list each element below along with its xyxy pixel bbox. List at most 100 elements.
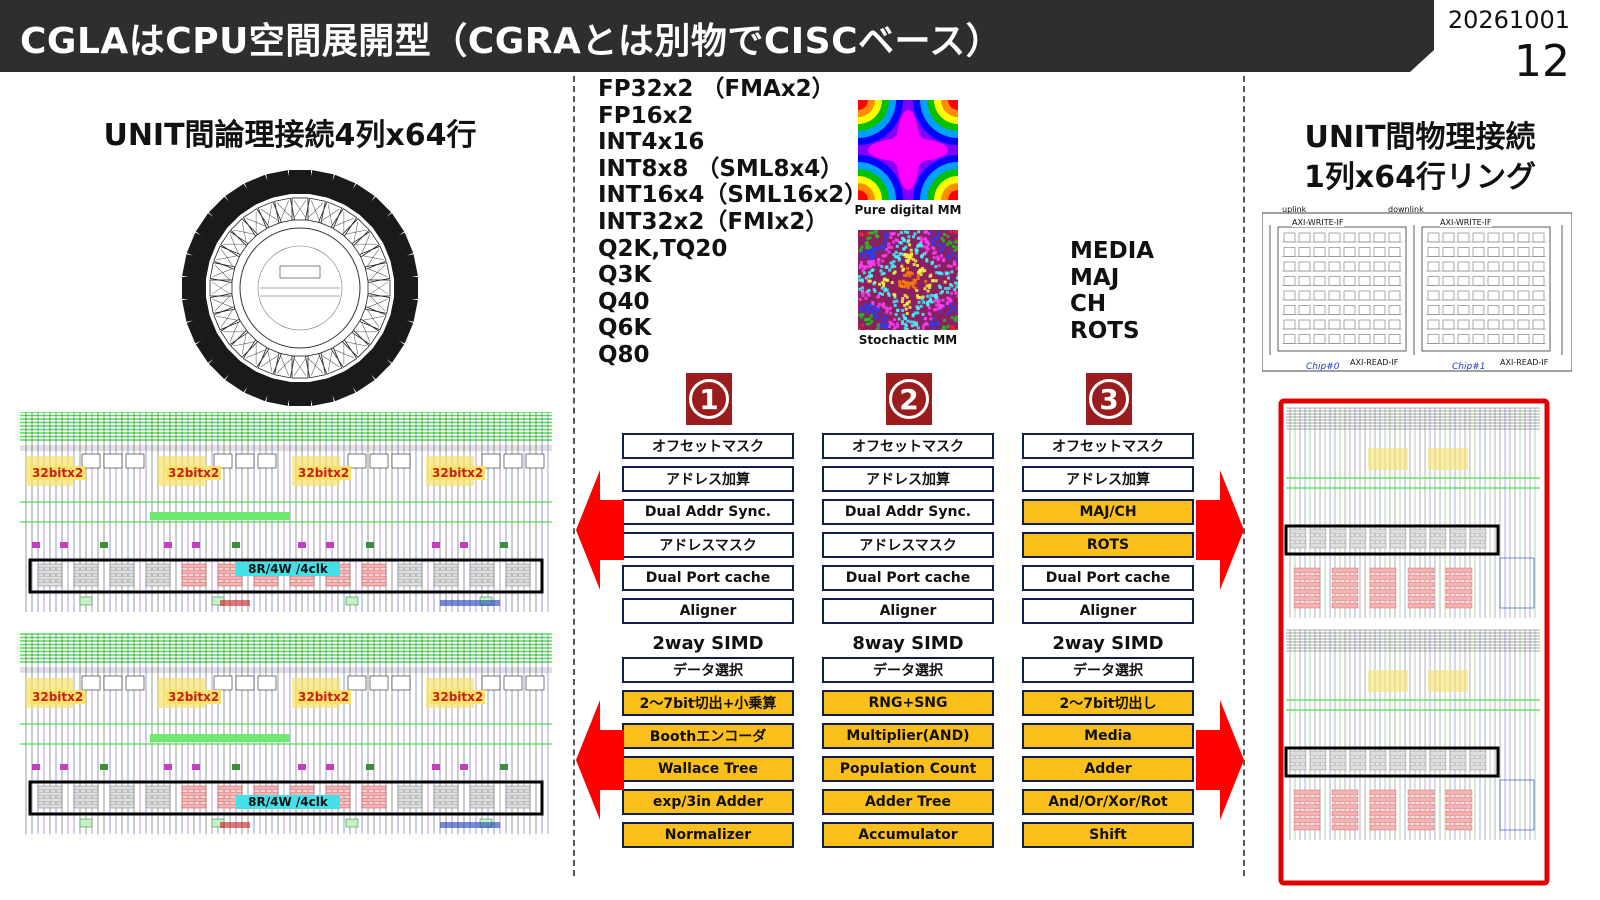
physical-connection-heading: UNIT間物理接続	[1304, 120, 1536, 155]
arrow-left-lower	[576, 700, 624, 820]
pipeline-stage: アドレス加算	[1022, 466, 1194, 492]
pipeline-stage: Aligner	[1022, 598, 1194, 624]
pipeline-stage: Population Count	[822, 756, 994, 782]
badge-number: 2	[889, 379, 929, 419]
pipeline-stage: 2～7bit切出し	[1022, 690, 1194, 716]
rf-label-1: 8R/4W /4clk	[236, 562, 340, 576]
pipeline-stage: Dual Addr Sync.	[622, 499, 794, 525]
pipeline-stage: ROTS	[1022, 532, 1194, 558]
pipeline-stage: Dual Port cache	[822, 565, 994, 591]
divider-left	[573, 76, 575, 876]
pipeline-stage: MAJ/CH	[1022, 499, 1194, 525]
downlink-label: downlink	[1388, 205, 1424, 214]
pipeline-stage: アドレスマスク	[822, 532, 994, 558]
reg-label-1: 32bitx2	[30, 466, 86, 480]
pipeline-stage: 2～7bit切出+小乗算	[622, 690, 794, 716]
badge-number: 1	[689, 379, 729, 419]
ring-diagram	[182, 170, 418, 406]
pipeline-stage: アドレス加算	[822, 466, 994, 492]
stochastic-caption: Stochactic MM	[858, 333, 958, 347]
arrow-right-upper	[1196, 470, 1244, 590]
format-list: FP32x2 （FMAx2） FP16x2 INT4x16 INT8x8 （SM…	[598, 76, 867, 369]
format-item: FP32x2 （FMAx2）	[598, 76, 835, 102]
format-item: Q40	[598, 288, 650, 315]
slide-date: 20261001	[1447, 6, 1570, 34]
pipeline-stage: データ選択	[822, 657, 994, 683]
reg-label-2: 32bitx2	[166, 466, 222, 480]
pipeline-stage: Aligner	[822, 598, 994, 624]
rf-label-2: 8R/4W /4clk	[236, 795, 340, 809]
reg-label-3: 32bitx2	[296, 466, 352, 480]
pipeline-stage: Adder Tree	[822, 789, 994, 815]
pipeline-stage: exp/3in Adder	[622, 789, 794, 815]
divider-right	[1243, 76, 1245, 876]
format-item: INT8x8 （SML8x4）	[598, 155, 844, 182]
function-item: ROTS	[1070, 317, 1140, 344]
title-banner-shape	[0, 0, 1434, 72]
pipeline-stage: オフセットマスク	[622, 433, 794, 459]
pipeline-stage: And/Or/Xor/Rot	[1022, 789, 1194, 815]
pipeline-stage: Media	[1022, 723, 1194, 749]
pipeline-stage: オフセットマスク	[822, 433, 994, 459]
logical-unit-schematic	[20, 412, 552, 834]
function-item: MEDIA	[1070, 238, 1155, 264]
pipeline-stage: Aligner	[622, 598, 794, 624]
format-item: Q3K	[598, 262, 652, 289]
format-item: FP16x2	[598, 102, 694, 129]
title-bar: CGLAはCPU空間展開型（CGRAとは別物でCISCベース）	[0, 0, 1434, 72]
pipeline-stage: Dual Addr Sync.	[822, 499, 994, 525]
arrow-right-lower	[1196, 700, 1244, 820]
reg-label-7: 32bitx2	[296, 690, 352, 704]
pipeline-stage: Dual Port cache	[622, 565, 794, 591]
pipeline-stage: Adder	[1022, 756, 1194, 782]
function-item: CH	[1070, 291, 1107, 318]
chip-label-1: Chip#1	[1452, 362, 1486, 372]
simd-label: 2way SIMD	[1052, 633, 1164, 654]
axi-write-label-2: AXI-WRITE-IF	[1440, 218, 1492, 227]
pure-digital-mm-image	[858, 100, 958, 200]
reg-label-5: 32bitx2	[30, 690, 86, 704]
pipeline-stage: Dual Port cache	[1022, 565, 1194, 591]
pure-digital-caption: Pure digital MM	[854, 203, 962, 217]
function-item: MAJ	[1070, 264, 1120, 291]
pipeline-stage: Boothエンコーダ	[622, 723, 794, 749]
reg-label-4: 32bitx2	[430, 466, 486, 480]
axi-write-label-1: AXI-WRITE-IF	[1292, 218, 1344, 227]
uplink-label: uplink	[1282, 205, 1307, 214]
badge-3: 3	[1086, 373, 1132, 425]
pipeline-stage: Shift	[1022, 822, 1194, 848]
pipeline-stage: アドレスマスク	[622, 532, 794, 558]
pipeline-stage: Normalizer	[622, 822, 794, 848]
format-item: Q80	[598, 341, 650, 368]
physical-ring-heading: 1列x64行リング	[1304, 160, 1536, 195]
logical-connection-heading: UNIT間論理接続4列x64行	[103, 118, 477, 153]
format-item: INT16x4（SML16x2）	[598, 182, 868, 209]
stochastic-mm-image	[858, 230, 958, 330]
pipeline-stage: Wallace Tree	[622, 756, 794, 782]
pipeline-stage: データ選択	[1022, 657, 1194, 683]
axi-read-label-2: AXI-READ-IF	[1500, 358, 1549, 367]
simd-label: 2way SIMD	[652, 633, 764, 654]
pipeline-stage: アドレス加算	[622, 466, 794, 492]
reg-label-8: 32bitx2	[430, 690, 486, 704]
format-item: Q2K,TQ20	[598, 235, 728, 262]
function-list: MEDIA MAJ CH ROTS	[1070, 238, 1154, 344]
badge-1: 1	[686, 373, 732, 425]
page-number: 12	[1514, 36, 1570, 87]
simd-label: 8way SIMD	[852, 633, 964, 654]
axi-read-label-1: AXI-READ-IF	[1350, 358, 1399, 367]
pipeline-stage: Accumulator	[822, 822, 994, 848]
format-item: INT4x16	[598, 129, 705, 156]
pipeline-stage: データ選択	[622, 657, 794, 683]
pipeline-stage: オフセットマスク	[1022, 433, 1194, 459]
slide-title: CGLAはCPU空間展開型（CGRAとは別物でCISCベース）	[20, 21, 1003, 62]
physical-unit-schematic	[1278, 398, 1550, 886]
chip-label-0: Chip#0	[1306, 362, 1340, 372]
arrow-left-upper	[576, 470, 624, 590]
reg-label-6: 32bitx2	[166, 690, 222, 704]
pipeline-stage: Multiplier(AND)	[822, 723, 994, 749]
badge-2: 2	[886, 373, 932, 425]
pipeline-stage: RNG+SNG	[822, 690, 994, 716]
format-item: Q6K	[598, 315, 652, 342]
format-item: INT32x2（FMIx2）	[598, 208, 829, 235]
